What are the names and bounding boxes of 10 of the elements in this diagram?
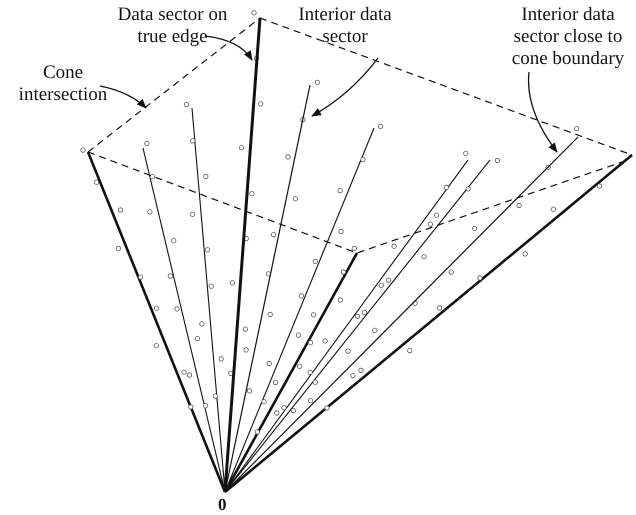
leader-arrow bbox=[528, 72, 558, 153]
leader-arrow bbox=[100, 85, 147, 109]
data-sector-line bbox=[224, 136, 578, 492]
callout-text: Interior data sector bbox=[275, 4, 415, 48]
callout-text: Interior data sector close to cone boundary bbox=[500, 4, 636, 70]
callout-text: Cone intersection bbox=[8, 62, 118, 106]
leader-arrow bbox=[311, 58, 379, 117]
leader-arrow bbox=[204, 35, 253, 61]
origin-label: 0 bbox=[218, 494, 226, 515]
callout-text: Data sector on true edge bbox=[110, 4, 235, 48]
